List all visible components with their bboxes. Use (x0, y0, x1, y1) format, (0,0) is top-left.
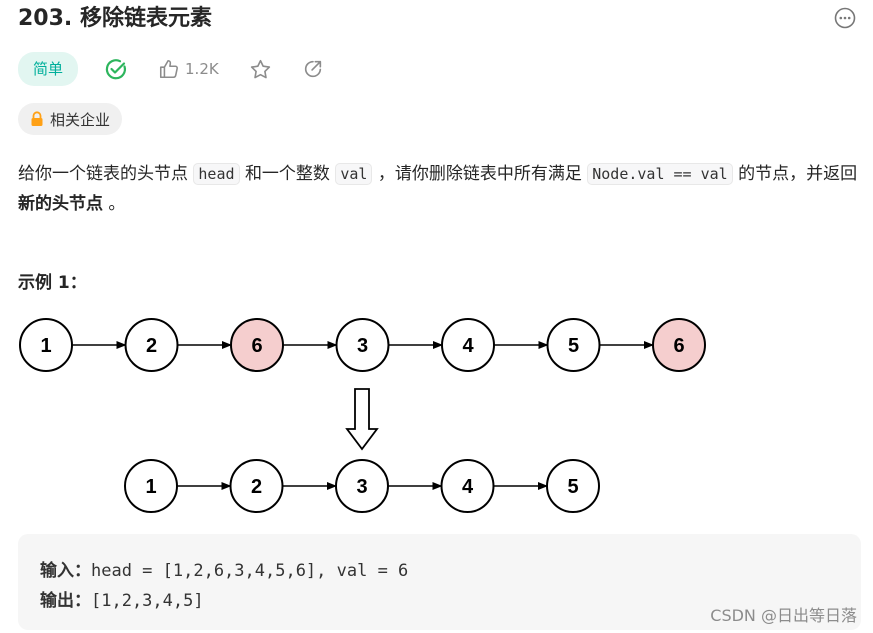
favorite-button[interactable] (249, 58, 272, 81)
before-node-value: 4 (462, 335, 474, 357)
watermark: CSDN @日出等日落 (710, 606, 857, 625)
lock-icon (31, 111, 43, 126)
after-node (546, 459, 600, 513)
before-node-removed (652, 318, 706, 372)
example-io-box: 输入：head = [1,2,6,3,4,5,6], val = 6 输出：[1… (18, 534, 861, 630)
desc-text-3: ，请你删除链表中所有满足 (377, 164, 582, 184)
before-node-value: 1 (40, 335, 51, 357)
problem-description: 给你一个链表的头节点 head 和一个整数 val ，请你删除链表中所有满足 N… (18, 159, 858, 219)
after-node-value: 4 (462, 476, 474, 498)
after-node-value: 3 (356, 476, 367, 498)
accepted-status (104, 57, 128, 81)
related-companies-label: 相关企业 (50, 110, 111, 129)
example-input-line: 输入：head = [1,2,6,3,4,5,6], val = 6 (40, 556, 408, 581)
after-node-value: 1 (145, 476, 156, 498)
input-label: 输入： (40, 561, 91, 581)
output-value: [1,2,3,4,5] (91, 591, 204, 611)
code-head: head (193, 163, 240, 185)
list-before: 1 2 6 3 4 5 6 (19, 318, 706, 372)
example-output-line: 输出：[1,2,3,4,5] (40, 586, 204, 611)
check-circle-icon (105, 59, 127, 80)
more-options-icon[interactable] (834, 7, 856, 29)
star-icon (250, 59, 270, 78)
desc-text-2: 和一个整数 (244, 164, 330, 184)
example-title: 示例 1： (18, 273, 87, 293)
desc-text-1: 给你一个链表的头节点 (18, 164, 188, 184)
before-node-value: 6 (251, 335, 262, 357)
code-condition: Node.val == val (587, 163, 733, 185)
after-node-value: 2 (251, 476, 262, 498)
problem-toolbar: 简单 1.2K (18, 52, 354, 86)
desc-text-5: 。 (108, 194, 126, 214)
before-node-value: 2 (146, 335, 157, 357)
list-after: 1 2 3 4 5 (124, 459, 600, 513)
related-companies-chip[interactable]: 相关企业 (18, 103, 123, 135)
down-arrow-icon (345, 388, 379, 451)
after-node-value: 5 (567, 476, 578, 498)
share-button[interactable] (302, 58, 324, 80)
desc-text-4: 的节点，并返回 (738, 164, 858, 184)
share-icon (304, 60, 321, 78)
before-node-value: 5 (568, 335, 579, 357)
input-value: head = [1,2,6,3,4,5,6], val = 6 (91, 561, 409, 581)
thumbs-up-icon (159, 59, 179, 79)
problem-title: 203. 移除链表元素 (18, 6, 212, 31)
desc-strong: 新的头节点 (18, 194, 103, 214)
like-button[interactable]: 1.2K (158, 58, 219, 80)
before-node-value: 6 (673, 335, 684, 357)
difficulty-badge: 简单 (18, 52, 79, 86)
code-val: val (335, 163, 373, 185)
output-label: 输出： (40, 591, 91, 611)
like-count: 1.2K (185, 60, 219, 78)
linked-list-diagram: 1 2 6 3 4 5 6 1 2 3 4 5 (19, 318, 706, 513)
before-node-value: 3 (357, 335, 368, 357)
